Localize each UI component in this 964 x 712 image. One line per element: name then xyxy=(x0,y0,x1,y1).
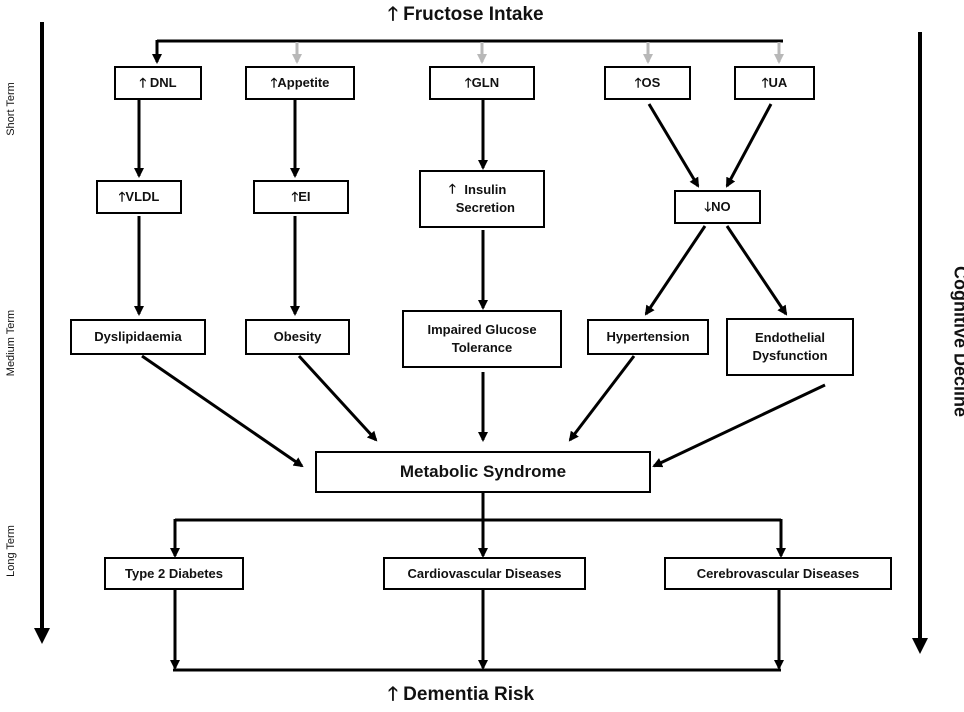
arrow-ua-no xyxy=(727,104,771,186)
hypertension-label: Hypertension xyxy=(606,328,689,346)
up-arrow-icon: 🡑 xyxy=(271,74,278,92)
endothelial-dysfunction-label: Endothelial Dysfunction xyxy=(752,329,827,364)
box-insulin-secretion: 🡑Insulin Secretion xyxy=(419,170,545,228)
up-arrow-icon: 🡑 xyxy=(762,74,769,92)
cerebrovascular-diseases-label: Cerebrovascular Diseases xyxy=(697,565,860,583)
up-arrow-icon: 🡑 xyxy=(465,74,472,92)
dyslipidaemia-label: Dyslipidaemia xyxy=(94,328,181,346)
metabolic-syndrome-label: Metabolic Syndrome xyxy=(400,461,566,484)
appetite-label: Appetite xyxy=(277,74,329,92)
box-impaired-glucose-tolerance: Impaired Glucose Tolerance xyxy=(402,310,562,368)
dnl-label: DNL xyxy=(150,74,177,92)
box-type-2-diabetes: Type 2 Diabetes xyxy=(104,557,244,590)
up-arrow-icon: 🡑 xyxy=(139,74,146,92)
vldl-label: VLDL xyxy=(125,188,159,206)
ua-label: UA xyxy=(768,74,787,92)
box-metabolic-syndrome: Metabolic Syndrome xyxy=(315,451,651,493)
insulin-secretion-label: Insulin Secretion xyxy=(456,181,515,216)
arrow-no-endothelial xyxy=(727,226,786,314)
box-vldl: 🡑VLDL xyxy=(96,180,182,214)
cardiovascular-diseases-label: Cardiovascular Diseases xyxy=(408,565,562,583)
obesity-label: Obesity xyxy=(274,328,322,346)
no-label: NO xyxy=(711,198,731,216)
os-label: OS xyxy=(641,74,660,92)
dementia-risk-label: Dementia Risk xyxy=(403,684,534,705)
box-cardiovascular-diseases: Cardiovascular Diseases xyxy=(383,557,586,590)
type-2-diabetes-label: Type 2 Diabetes xyxy=(125,565,223,583)
box-endothelial-dysfunction: Endothelial Dysfunction xyxy=(726,318,854,376)
arrow-os-no xyxy=(649,104,698,186)
box-appetite: 🡑Appetite xyxy=(245,66,355,100)
cognitive-decline-label: Cognitive Decline xyxy=(950,262,964,422)
short-term-label: Short Term xyxy=(5,79,17,139)
impaired-glucose-tolerance-label: Impaired Glucose Tolerance xyxy=(427,321,536,356)
gln-label: GLN xyxy=(472,74,499,92)
arrow-hypertension-metabolic xyxy=(570,356,634,440)
arrow-no-hypertension xyxy=(646,226,705,314)
box-dyslipidaemia: Dyslipidaemia xyxy=(70,319,206,355)
down-arrow-icon: 🡓 xyxy=(704,198,711,216)
ei-label: EI xyxy=(298,188,310,206)
arrow-obesity-metabolic xyxy=(299,356,376,440)
up-arrow-icon: 🡑 xyxy=(291,188,298,206)
up-arrow-icon: 🡑 xyxy=(119,188,126,206)
box-gln: 🡑GLN xyxy=(429,66,535,100)
box-obesity: Obesity xyxy=(245,319,350,355)
box-os: 🡑OS xyxy=(604,66,691,100)
box-ua: 🡑UA xyxy=(734,66,815,100)
medium-term-label: Medium Term xyxy=(5,305,17,381)
fructose-intake-label: Fructose Intake xyxy=(403,4,543,25)
fructose-intake-title: 🡑 Fructose Intake xyxy=(388,0,544,32)
arrow-endothelial-metabolic xyxy=(654,385,825,466)
up-arrow-icon: 🡑 xyxy=(635,74,642,92)
box-no: 🡓NO xyxy=(674,190,761,224)
box-ei: 🡑EI xyxy=(253,180,349,214)
up-arrow-icon: 🡑 xyxy=(388,684,398,705)
dementia-risk-title: 🡑 Dementia Risk xyxy=(388,680,534,712)
box-dnl: 🡑 DNL xyxy=(114,66,202,100)
box-cerebrovascular-diseases: Cerebrovascular Diseases xyxy=(664,557,892,590)
long-term-label: Long Term xyxy=(5,523,17,579)
box-hypertension: Hypertension xyxy=(587,319,709,355)
up-arrow-icon: 🡑 xyxy=(449,180,456,198)
up-arrow-icon: 🡑 xyxy=(388,4,398,25)
arrow-dyslipidaemia-metabolic xyxy=(142,356,302,466)
